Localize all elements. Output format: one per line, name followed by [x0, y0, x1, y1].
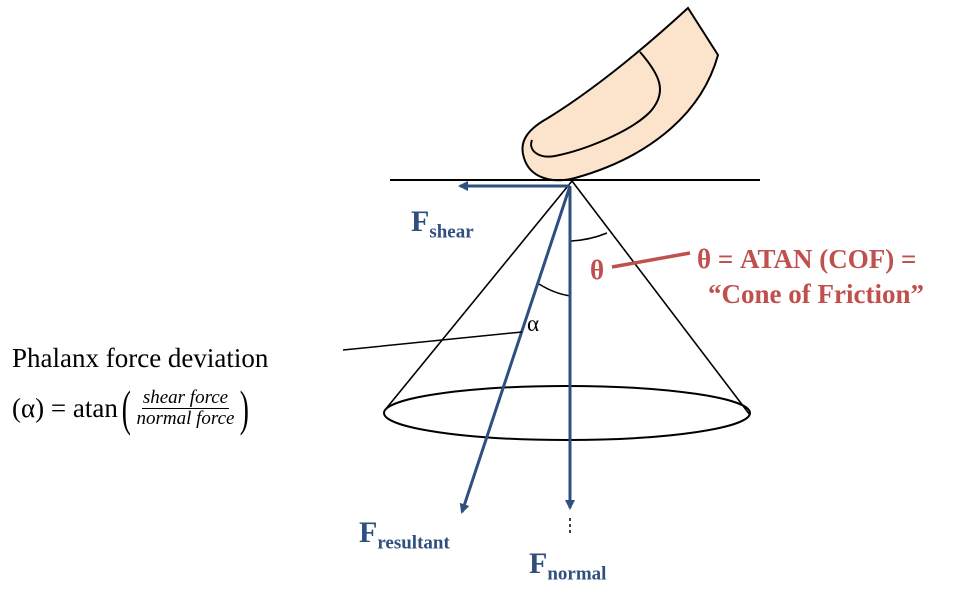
- alpha-symbol-label: α: [527, 311, 540, 336]
- cone-right-edge: [571, 180, 751, 416]
- theta-angle-arc: [570, 232, 608, 242]
- resultant-force-label: Fresultant: [359, 516, 450, 554]
- formula-open-paren: (: [121, 380, 131, 436]
- formula-prefix: (α) = atan: [12, 392, 118, 423]
- phalanx-leader-line: [342, 331, 523, 351]
- phalanx-deviation-formula: (α) = atan ( shear force normal force ): [12, 378, 253, 438]
- formula-denominator: normal force: [136, 407, 235, 429]
- cone-left-edge: [384, 180, 573, 411]
- shear-force-label: Fshear: [411, 205, 474, 243]
- formula-fraction: shear force normal force: [135, 386, 235, 429]
- alpha-angle-arc: [538, 283, 572, 297]
- formula-close-paren: ): [240, 380, 250, 436]
- fingertip-illustration: [521, 6, 720, 182]
- resultant-force-arrow: [459, 185, 572, 514]
- cone-base-ellipse: [383, 385, 751, 441]
- finger-shape: [521, 6, 720, 182]
- phalanx-deviation-label: Phalanx force deviation: [12, 343, 269, 373]
- friction-cone: [383, 180, 751, 441]
- theta-definition-line1: θ = ATAN (COF) =: [697, 244, 917, 274]
- fingernail: [530, 51, 661, 158]
- formula-numerator: shear force: [141, 386, 230, 409]
- theta-symbol-label: θ: [590, 255, 605, 285]
- normal-force-label: Fnormal: [529, 547, 607, 585]
- theta-leader-line: [611, 251, 691, 269]
- theta-definition-line2: “Cone of Friction”: [708, 279, 924, 309]
